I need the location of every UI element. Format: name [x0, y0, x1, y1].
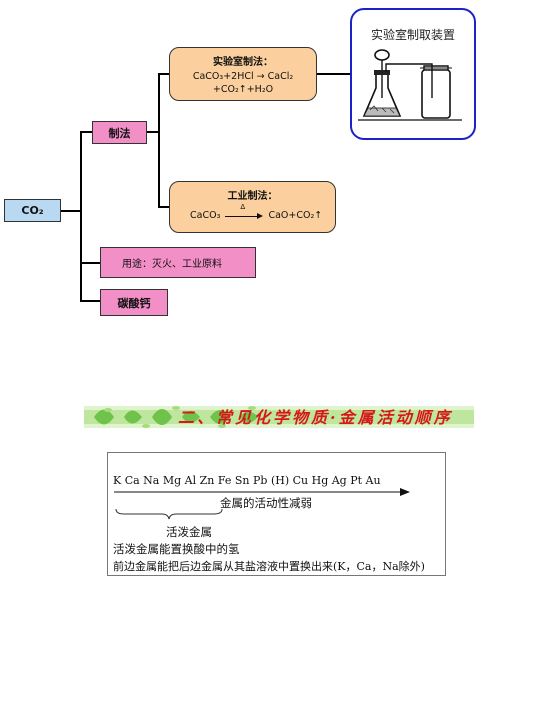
brace-icon: [115, 508, 223, 520]
calcium-carbonate-node: 碳酸钙: [100, 289, 168, 316]
lab-method-node: 实验室制法： CaCO₃+2HCl → CaCl₂ +CO₂↑+H₂O: [169, 47, 317, 101]
rule-1: 活泼金属能置换酸中的氢: [113, 542, 240, 556]
metal-series: K Ca Na Mg Al Zn Fe Sn Pb (H) Cu Hg Ag P…: [113, 474, 381, 487]
arrow-label: 金属的活动性减弱: [220, 496, 312, 510]
activity-arrow: [114, 488, 410, 496]
lab-equation-line1: CaCO₃+2HCl → CaCl₂: [192, 71, 294, 82]
industrial-lhs: CaCO₃: [190, 210, 221, 221]
apparatus-box: 实验室制取装置: [350, 8, 476, 140]
calcium-carbonate-label: 碳酸钙: [117, 296, 151, 310]
rule-2: 前边金属能把后边金属从其盐溶液中置换出来(K，Ca，Na除外): [113, 560, 425, 573]
arrow-head-icon: [257, 212, 264, 219]
method-node-label: 制法: [108, 126, 131, 140]
arrow-line: [225, 215, 260, 217]
connector-lab: [158, 73, 170, 75]
connector-trunk: [80, 131, 82, 301]
lab-apparatus-illustration: [358, 49, 462, 121]
connector-industrial: [158, 206, 170, 208]
industrial-method-title: 工业制法：: [227, 191, 278, 202]
industrial-rhs: CaO+CO₂↑: [268, 210, 323, 221]
section-title: 二、常见化学物质·金属活动顺序: [178, 408, 453, 427]
industrial-condition: Δ: [240, 202, 246, 211]
brace-label: 活泼金属: [166, 525, 212, 539]
root-node-label: CO₂: [21, 204, 44, 217]
apparatus-title: 实验室制取装置: [370, 28, 455, 42]
section-banner-decoration: [84, 406, 474, 428]
root-node-co2: CO₂: [4, 199, 61, 222]
connector-method-out: [147, 131, 159, 133]
industrial-equation: CaCO₃ Δ CaO+CO₂↑: [190, 203, 323, 222]
connector-method-trunk: [158, 73, 160, 207]
uses-node: 用途：灭火、工业原料: [100, 247, 256, 278]
industrial-method-node: 工业制法： CaCO₃ Δ CaO+CO₂↑: [169, 181, 336, 233]
lab-method-title: 实验室制法：: [213, 57, 273, 68]
connector-method: [80, 131, 92, 133]
uses-label: 用途：灭火、工业原料: [122, 259, 222, 270]
connector-apparatus: [316, 73, 352, 75]
industrial-arrow: Δ: [225, 203, 264, 221]
connector-root: [61, 210, 81, 212]
activity-series-panel: K Ca Na Mg Al Zn Fe Sn Pb (H) Cu Hg Ag P…: [107, 452, 446, 576]
connector-uses: [80, 262, 100, 264]
method-node: 制法: [92, 121, 147, 144]
lab-equation-line2: +CO₂↑+H₂O: [212, 84, 274, 95]
connector-calcium: [80, 300, 100, 302]
